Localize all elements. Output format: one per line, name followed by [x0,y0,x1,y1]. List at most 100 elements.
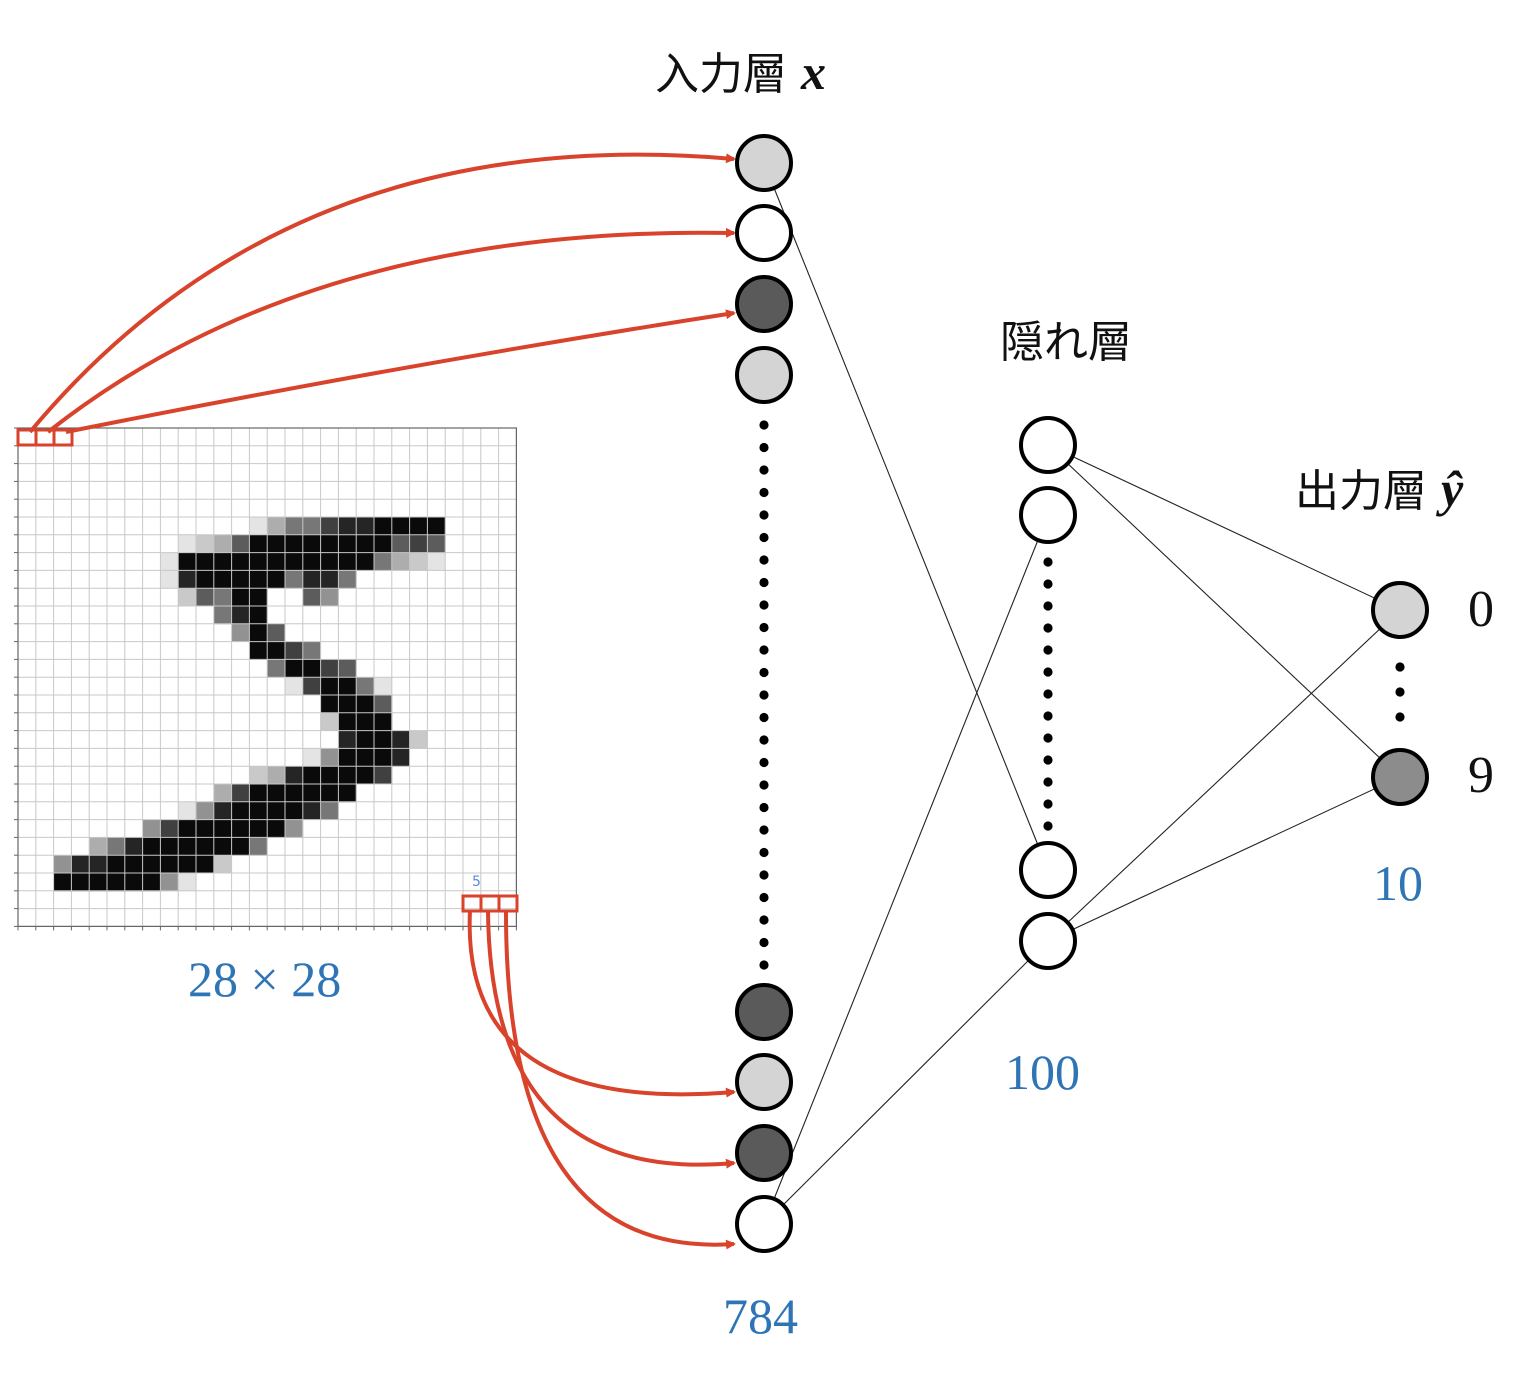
hidden-node [1019,912,1077,970]
network-nodes [735,134,1429,1253]
output-node [1371,748,1429,806]
pixel-cell [338,784,357,803]
input-ellipsis-dot [759,825,769,835]
pixel-cell [267,517,286,536]
pixel-cell [160,837,179,856]
hidden-node [1019,486,1077,544]
pixel-cell [249,606,268,625]
output-symbol: ŷ [1441,461,1464,517]
connection-line [1047,444,1401,611]
pixel-cell [374,552,393,571]
pixel-cell [231,837,250,856]
input-ellipsis-dot [759,600,769,610]
pixel-cell [338,748,357,767]
hidden-node [1019,416,1077,474]
pixel-arrow [486,909,736,1169]
input-ellipsis-dot [759,937,769,948]
pixel-cell [213,534,232,553]
pixel-cell [427,534,446,553]
connection-line [763,514,1049,1225]
pixel-cell [231,784,250,803]
input-count: 784 [723,1288,798,1344]
hidden-ellipsis-dot [1043,777,1053,787]
hidden-ellipsis-dot [1043,799,1053,809]
pixel-cell [142,855,161,874]
pixel-cell [178,873,197,892]
pixel-cell [142,837,161,856]
pixel-cell [178,801,197,820]
hidden-ellipsis-dot [1043,579,1053,589]
pixel-cell [213,784,232,803]
pixel-cell [213,588,232,607]
pixel-cell [213,837,232,856]
input-ellipsis-dot [759,465,769,475]
pixel-cell [249,801,268,820]
pixel-cell [196,570,215,589]
pixel-cell [374,695,393,714]
pixel-cell [178,855,197,874]
pixel-cell [160,819,179,838]
pixel-cell [338,517,357,536]
pixel-cell [409,730,428,749]
pixel-cell [302,677,321,696]
pixel-cell [356,748,375,767]
output-label-first: 0 [1468,581,1494,638]
pixel-cell [107,855,126,874]
pixel-cell [338,730,357,749]
highlight-first-pixels [52,428,74,447]
ellipsis-dots [759,420,1405,970]
pixel-cell [124,873,143,892]
input-ellipsis-dot [759,802,769,813]
input-ellipsis-dot [759,847,769,858]
pixel-cell [320,659,339,678]
input-layer-title-text: 入力層 [655,49,787,100]
pixel-cell [285,552,304,571]
pixel-cell [320,517,339,536]
output-node [1371,581,1429,639]
pixel-cell [196,837,215,856]
pixel-cell [338,534,357,553]
pixel-cell [409,534,428,553]
pixel-cell [391,730,410,749]
pixel-cell [196,855,215,874]
pixel-cell [302,784,321,803]
pixel-cell [178,552,197,571]
pixel-cell [427,517,446,536]
pixel-cell [320,712,339,731]
output-ellipsis-dot [1395,712,1405,722]
input-layer-title: 入力層 x [655,38,826,102]
hidden-ellipsis-dot [1043,689,1053,699]
pixel-cell [213,819,232,838]
pixel-cell [249,534,268,553]
mnist-digit-image [14,427,517,931]
pixel-cell [320,677,339,696]
pixel-cell [53,873,72,892]
pixel-cell [267,623,286,642]
pixel-cell [160,570,179,589]
pixel-cell [267,819,286,838]
pixel-cell [338,712,357,731]
pixel-cell [391,517,410,536]
input-node [735,1124,793,1182]
pixel-cell [267,552,286,571]
pixel-cell [285,766,304,785]
pixel-cell [302,534,321,553]
pixel-cell [356,517,375,536]
pixel-cell [231,606,250,625]
pixel-cell [302,659,321,678]
pixel-arrow [503,909,736,1250]
pixel-cell [231,534,250,553]
pixel-cell [302,552,321,571]
pixel-cell [142,873,161,892]
pixel-cell [196,819,215,838]
hidden-ellipsis-dot [1043,601,1053,611]
output-layer-title-text: 出力層 [1295,466,1427,517]
input-node [735,1053,793,1111]
pixel-cell [249,588,268,607]
pixel-cell [409,517,428,536]
input-node [735,204,793,262]
input-node [735,134,793,192]
pixel-cell [320,552,339,571]
input-ellipsis-dot [759,645,769,655]
connection-line [1047,609,1401,942]
